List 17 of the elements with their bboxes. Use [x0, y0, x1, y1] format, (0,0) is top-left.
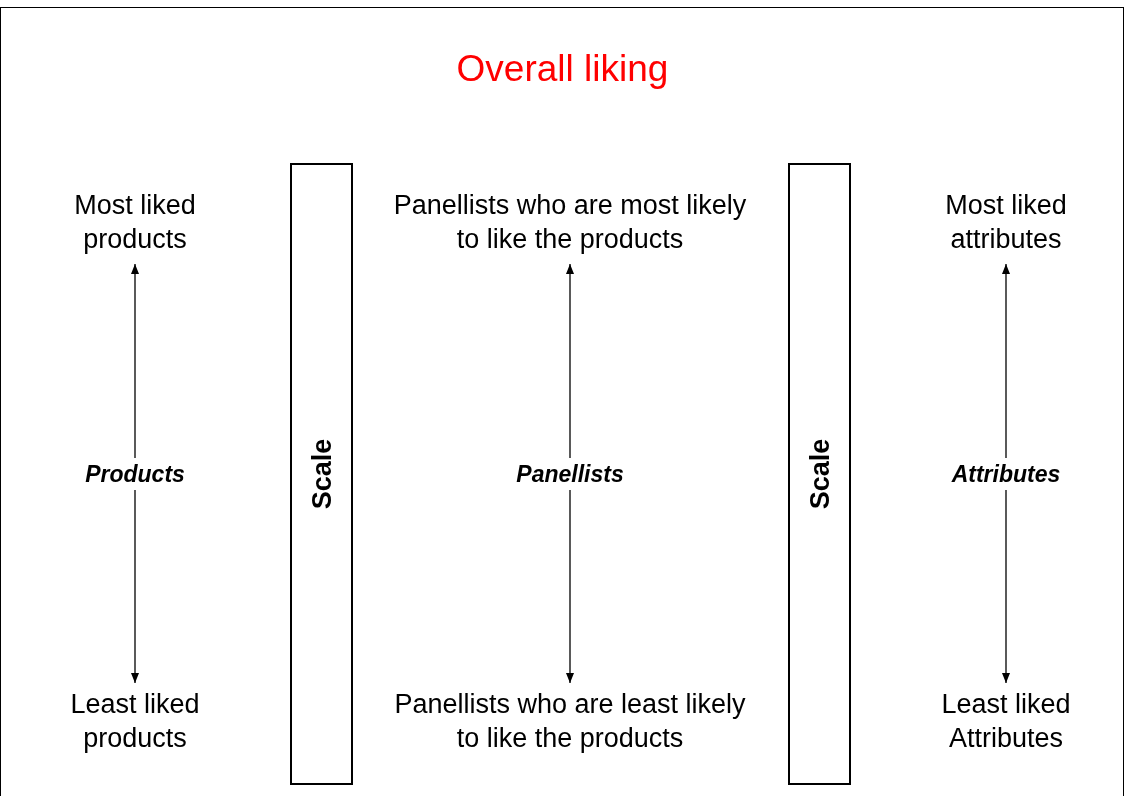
scale-label: Scale [305, 438, 338, 510]
edge-label: Panellists [516, 457, 624, 490]
edge-label: Products [85, 457, 185, 490]
scale-label: Scale [803, 438, 836, 510]
text-label: Most liked attributes [890, 188, 1122, 260]
double-arrow [566, 263, 574, 684]
scale-bar [290, 163, 353, 785]
title: Overall liking [455, 48, 670, 90]
scale-bar [788, 163, 851, 785]
text-label: Panellists who are least likely to like the products [380, 687, 760, 759]
text-label: Panellists who are most likely to like the products [380, 188, 760, 260]
text-label: Most liked products [20, 188, 250, 260]
text-label: Least liked Attributes [890, 687, 1122, 759]
edge-label: Attributes [951, 457, 1061, 490]
double-arrow [131, 263, 139, 684]
double-arrow [1002, 263, 1010, 684]
text-label: Least liked products [20, 687, 250, 759]
